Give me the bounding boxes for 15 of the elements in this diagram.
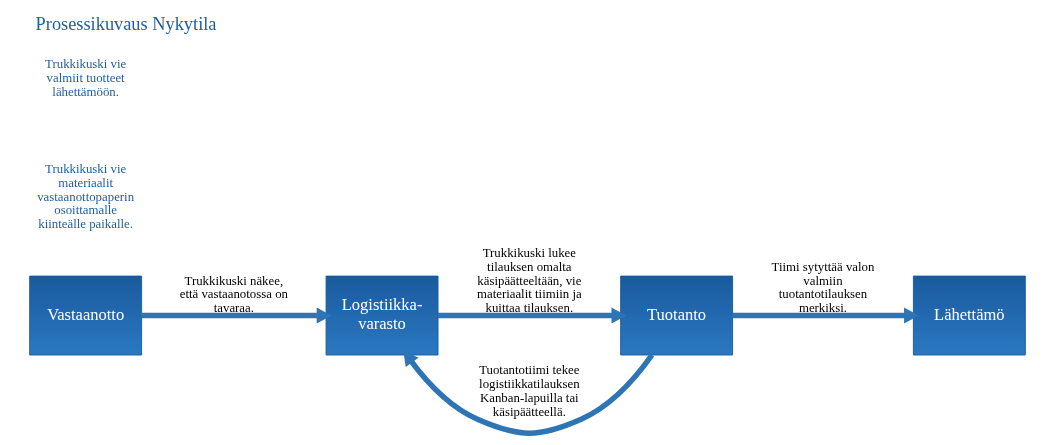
label: Trukkikuski vie valmiit tuotteet lähettämöön. <box>45 57 127 99</box>
node-box: Lähettämö <box>912 275 1026 356</box>
node-box: Tuotanto <box>620 275 734 356</box>
diagram-title: Prosessikuvaus Nykytila <box>35 14 217 35</box>
node-box: Vastaanotto <box>29 275 143 356</box>
arrow <box>141 307 332 324</box>
edge-label: Tuotantotiimi tekee logistiikkatilauksen Kanban-lapuilla tai käsipäätteellä. <box>479 363 580 419</box>
arrow <box>438 307 627 324</box>
label: Trukkikuski vie materiaalit vastaanottopaperin osoittamalle kiinteälle paikalle. <box>37 162 135 232</box>
arrow <box>732 307 920 324</box>
edge-label: Trukkikuski lukee tilauksen omalta käsipäätteeltään, vie materiaalit tiimiin ja kuittaa tilauksen. <box>476 245 582 316</box>
edge-label: Trukkikuski näkee, että vastaanotossa on tavaraa. <box>179 273 288 316</box>
node-box: Logistiikka-varasto <box>325 275 439 356</box>
arrow <box>403 350 655 436</box>
edge-label: Tiimi sytyttää valon valmiin tuotantotilauksen merkiksi. <box>771 259 875 316</box>
